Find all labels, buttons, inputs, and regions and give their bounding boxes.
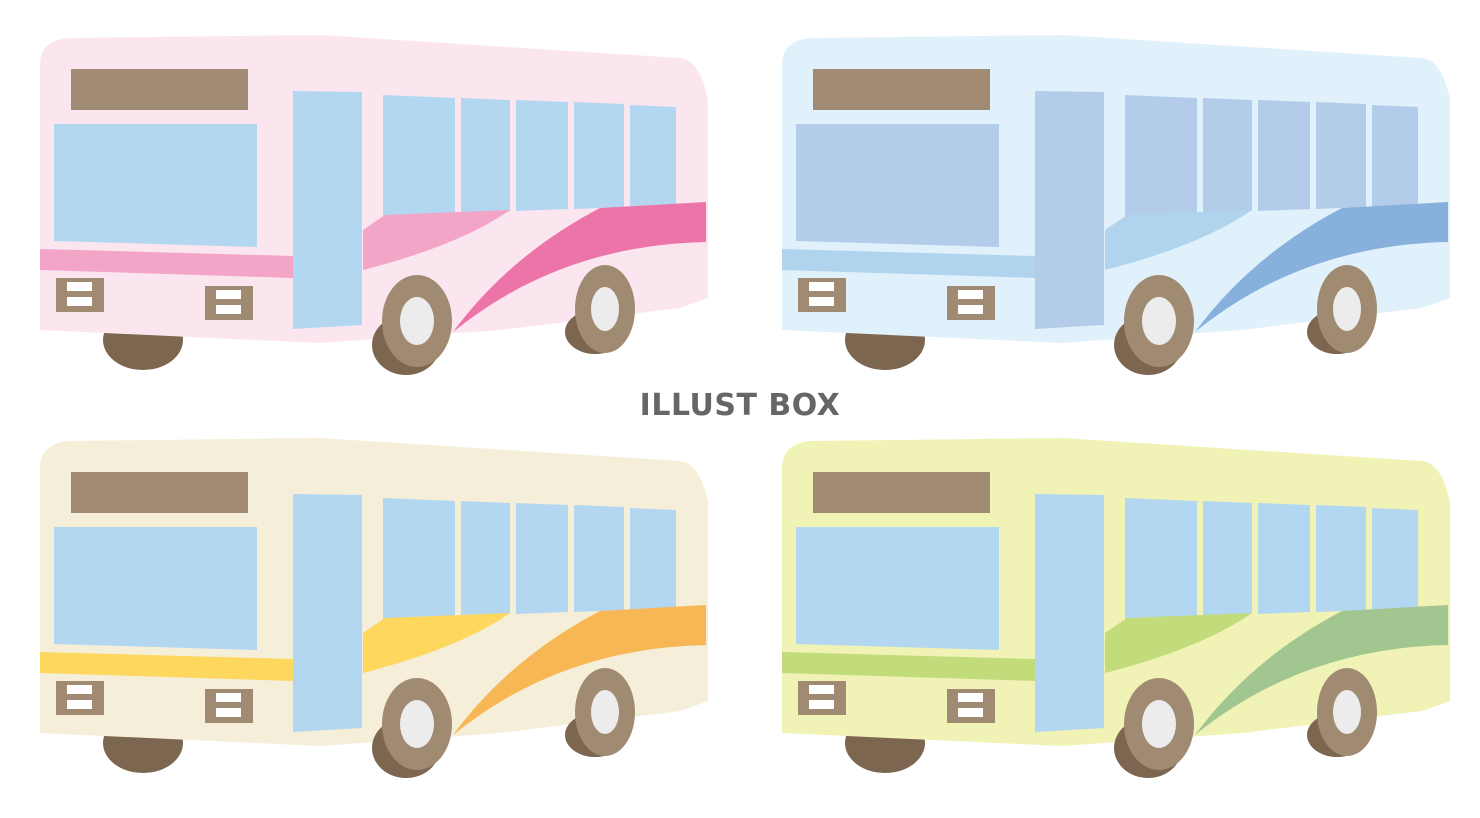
front-side-wheel: [372, 678, 452, 778]
bus-lime: [782, 433, 1480, 803]
side-window-1: [383, 498, 455, 619]
side-window-4: [1316, 102, 1366, 209]
side-window-1: [1125, 95, 1197, 216]
left-headlamp: [56, 681, 104, 715]
front-side-wheel: [372, 275, 452, 375]
front-side-wheel: [1114, 275, 1194, 375]
left-headlamp: [798, 278, 846, 312]
side-window-3: [516, 100, 568, 211]
side-window-2: [461, 98, 510, 213]
door: [1035, 91, 1104, 329]
side-window-3: [516, 503, 568, 614]
door: [293, 91, 362, 329]
windshield: [54, 124, 257, 247]
rear-side-wheel: [1307, 265, 1377, 354]
side-window-5: [630, 105, 676, 207]
bus-pink: [40, 30, 760, 400]
side-stripe-front: [1105, 613, 1252, 673]
rear-side-wheel: [1307, 668, 1377, 757]
side-window-5: [1372, 508, 1418, 610]
side-window-2: [1203, 501, 1252, 616]
right-headlamp: [205, 689, 253, 723]
front-stripe: [40, 249, 293, 278]
watermark-text: ILLUST BOX: [639, 388, 841, 423]
destination-sign: [71, 69, 248, 110]
right-headlamp: [947, 689, 995, 723]
windshield: [796, 124, 999, 247]
side-window-2: [1203, 98, 1252, 213]
rear-side-wheel: [565, 668, 635, 757]
side-swoosh: [1195, 605, 1448, 735]
right-headlamp: [205, 286, 253, 320]
left-headlamp: [798, 681, 846, 715]
left-headlamp: [56, 278, 104, 312]
windshield: [54, 527, 257, 650]
side-window-3: [1258, 503, 1310, 614]
side-stripe-front: [1105, 210, 1252, 270]
bus-blue: [782, 30, 1480, 400]
side-window-1: [383, 95, 455, 216]
right-headlamp: [947, 286, 995, 320]
front-stripe: [782, 652, 1035, 681]
side-window-3: [1258, 100, 1310, 211]
front-stripe: [782, 249, 1035, 278]
side-window-1: [1125, 498, 1197, 619]
side-stripe-front: [363, 613, 510, 673]
side-swoosh: [453, 605, 706, 735]
side-swoosh: [453, 202, 706, 332]
side-window-5: [1372, 105, 1418, 207]
bus-cream: [40, 433, 760, 803]
front-stripe: [40, 652, 293, 681]
side-stripe-front: [363, 210, 510, 270]
destination-sign: [813, 69, 990, 110]
rear-side-wheel: [565, 265, 635, 354]
door: [1035, 494, 1104, 732]
door: [293, 494, 362, 732]
side-window-2: [461, 501, 510, 616]
side-window-4: [574, 505, 624, 612]
side-swoosh: [1195, 202, 1448, 332]
side-window-4: [574, 102, 624, 209]
side-window-5: [630, 508, 676, 610]
destination-sign: [71, 472, 248, 513]
destination-sign: [813, 472, 990, 513]
side-window-4: [1316, 505, 1366, 612]
windshield: [796, 527, 999, 650]
front-side-wheel: [1114, 678, 1194, 778]
